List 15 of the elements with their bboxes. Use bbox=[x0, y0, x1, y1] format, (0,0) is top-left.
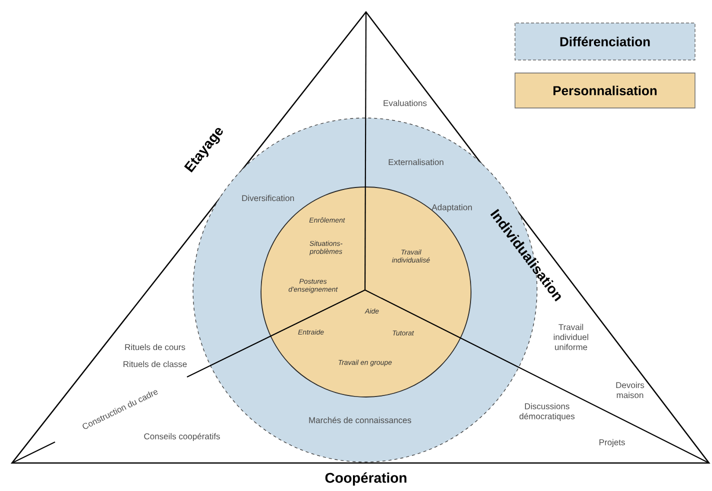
side-label: Coopération bbox=[325, 472, 406, 486]
circle-label: Adaptation bbox=[432, 204, 472, 212]
text-label: Discussions démocratiques bbox=[520, 403, 575, 421]
text-label: Evaluations bbox=[384, 100, 427, 106]
circle-label: Diversification bbox=[242, 194, 294, 202]
text-label: Conseils coopératifs bbox=[144, 433, 220, 441]
legend-label: Personnalisation bbox=[554, 86, 657, 96]
text-label: Devoirs maison bbox=[616, 382, 644, 398]
legend-label: Différenciation bbox=[560, 36, 650, 46]
text-label: Rituels de cours bbox=[125, 344, 186, 350]
circle-label: Externalisation bbox=[388, 158, 444, 166]
text-label: Projets bbox=[599, 439, 625, 447]
text-label: Rituels de classe bbox=[124, 360, 187, 368]
circle-label: Marchés de connaissances bbox=[309, 416, 412, 424]
text-label: Travail individuel uniforme bbox=[554, 324, 588, 350]
